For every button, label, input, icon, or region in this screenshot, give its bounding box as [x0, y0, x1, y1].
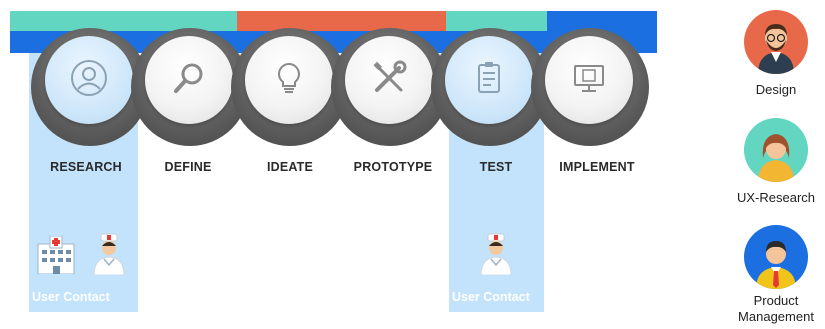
- nurse-icon: [93, 233, 125, 275]
- clipboard-icon: [478, 62, 500, 93]
- step-label-research: RESEARCH: [50, 160, 122, 174]
- magnifier-icon: [174, 63, 203, 93]
- step-label-test: TEST: [479, 160, 513, 174]
- product-management-avatar: [744, 225, 808, 289]
- implement-circle: [545, 36, 633, 124]
- step-label-define: DEFINE: [164, 160, 212, 174]
- lightbulb-icon: [278, 62, 300, 93]
- role-label-ux-research: UX-Research: [736, 190, 816, 205]
- tools-icon: [373, 60, 407, 92]
- user-contact-label-right: User Contact: [452, 290, 530, 304]
- role-label-product-management: Product Management: [738, 293, 814, 324]
- design-avatar: [744, 10, 808, 74]
- define-circle: [145, 36, 233, 124]
- step-label-ideate: IDEATE: [266, 160, 314, 174]
- hospital-icon: [37, 236, 75, 274]
- ux-research-avatar: [744, 118, 808, 182]
- ux-research-bar-left: [10, 11, 237, 31]
- role-label-design: Design: [755, 82, 797, 97]
- research-circle: [45, 36, 133, 124]
- step-label-prototype: PROTOTYPE: [353, 160, 433, 174]
- test-circle: [445, 36, 533, 124]
- prototype-circle: [345, 36, 433, 124]
- nurse-icon: [480, 233, 512, 275]
- monitor-icon: [574, 65, 604, 92]
- user-icon: [71, 60, 107, 96]
- step-label-implement: IMPLEMENT: [559, 160, 635, 174]
- ideate-circle: [245, 36, 333, 124]
- user-contact-label-left: User Contact: [32, 290, 110, 304]
